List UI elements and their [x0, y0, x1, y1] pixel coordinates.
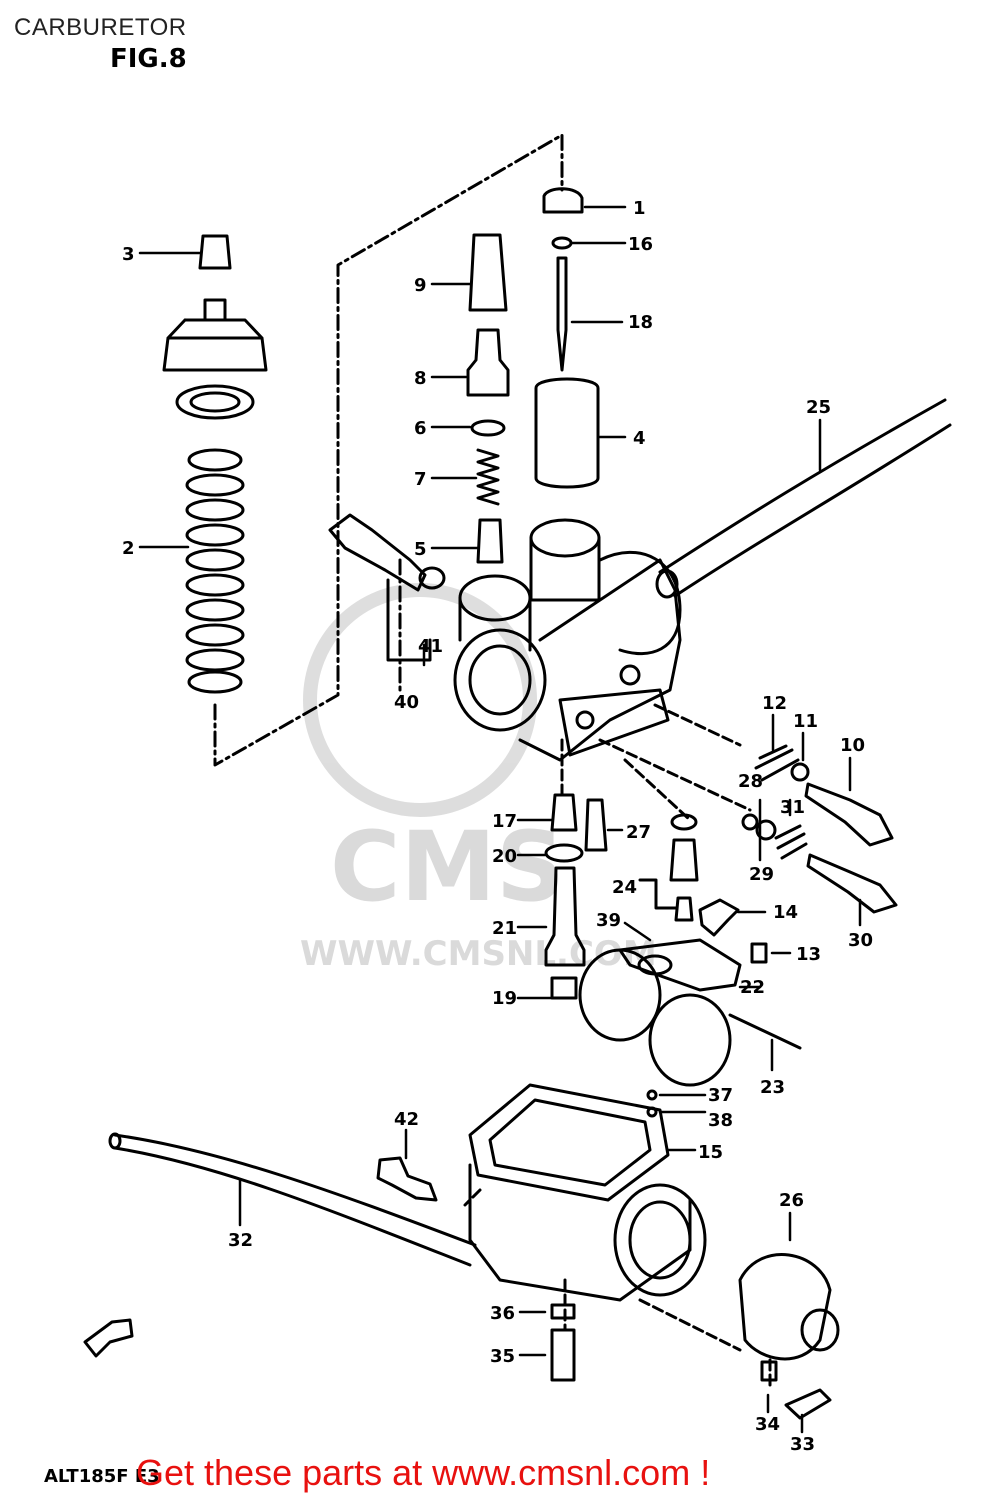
callout-41: 41	[418, 636, 443, 657]
callout-9: 9	[414, 275, 427, 296]
callout-28: 28	[738, 771, 763, 792]
part-33-screw	[784, 1388, 832, 1420]
part-11-oring	[790, 762, 810, 782]
callout-10: 10	[840, 735, 865, 756]
part-18-needle	[556, 256, 568, 372]
callout-40: 40	[394, 692, 419, 713]
callout-16: 16	[628, 234, 653, 255]
part-7-spring	[476, 448, 500, 506]
page-title: CARBURETOR	[14, 14, 187, 41]
part-34-washer	[760, 1360, 778, 1382]
part-42-drain-screw	[376, 1156, 438, 1202]
callout-13: 13	[796, 944, 821, 965]
callout-1: 1	[633, 198, 646, 219]
callout-17: 17	[492, 811, 517, 832]
watermark-url: WWW.CMSNL.COM	[300, 934, 657, 974]
callout-32: 32	[228, 1230, 253, 1251]
callout-11: 11	[793, 711, 818, 732]
part-14-lever	[698, 898, 740, 937]
callout-5: 5	[414, 539, 427, 560]
part-2-spring	[185, 448, 245, 694]
assembly-line-top	[213, 133, 564, 767]
callout-33: 33	[790, 1434, 815, 1455]
part-37-ring	[646, 1089, 658, 1101]
callout-25: 25	[806, 397, 831, 418]
part-24-float-valve	[669, 838, 699, 922]
callout-27: 27	[626, 822, 651, 843]
part-19-jet	[550, 976, 578, 1000]
callout-14: 14	[773, 902, 798, 923]
part-38-ring	[646, 1106, 658, 1118]
callout-23: 23	[760, 1077, 785, 1098]
callout-30: 30	[848, 930, 873, 951]
choke-plunger	[328, 513, 427, 592]
callout-4: 4	[633, 428, 646, 449]
callout-29: 29	[749, 864, 774, 885]
callout-20: 20	[492, 846, 517, 867]
part-13-screw	[750, 942, 768, 964]
promo-link[interactable]: Get these parts at www.cmsnl.com !	[136, 1452, 711, 1493]
callout-3: 3	[122, 244, 135, 265]
carburetor-body	[453, 518, 682, 762]
part-27-jet	[584, 798, 608, 852]
callout-6: 6	[414, 418, 427, 439]
callout-37: 37	[708, 1085, 733, 1106]
part-17-jet	[550, 793, 578, 832]
callout-26: 26	[779, 1190, 804, 1211]
watermark-logo: CMS	[330, 811, 565, 923]
callout-7: 7	[414, 469, 427, 490]
part-29-oring	[755, 819, 777, 841]
model-code: ALT185F E3	[44, 1466, 160, 1487]
callout-42: 42	[394, 1109, 419, 1130]
callout-8: 8	[414, 368, 427, 389]
callout-39: 39	[596, 910, 621, 931]
part-8-fitting	[466, 328, 510, 397]
callout-36: 36	[490, 1303, 515, 1324]
part-4-slide	[534, 377, 600, 489]
part-41-oring	[418, 566, 446, 590]
callout-2: 2	[122, 538, 135, 559]
callout-22: 22	[740, 977, 765, 998]
callout-19: 19	[492, 988, 517, 1009]
callout-35: 35	[490, 1346, 515, 1367]
part-28-washer	[741, 813, 759, 831]
callout-38: 38	[708, 1110, 733, 1131]
part-10-screw	[804, 782, 894, 847]
part-25-hose	[658, 398, 952, 598]
part-5-plunger	[476, 518, 504, 564]
top-gasket	[175, 384, 255, 420]
figure-label: FIG.8	[110, 44, 187, 74]
part-3-cap	[198, 234, 232, 270]
part-36-washer	[550, 1303, 576, 1320]
callout-21: 21	[492, 918, 517, 939]
fwd-arrow-icon	[83, 1318, 134, 1358]
bracket-40	[386, 578, 432, 662]
part-1-clip	[542, 187, 584, 214]
watermark: CMS WWW.CMSNL.COM	[300, 583, 657, 974]
top-cap	[162, 318, 268, 372]
part-32-tube	[113, 1133, 477, 1267]
part-12-spring	[754, 744, 800, 782]
part-21-needle-jet	[544, 866, 586, 967]
callout-31: 31	[780, 797, 805, 818]
callout-15: 15	[698, 1142, 723, 1163]
callout-12: 12	[762, 693, 787, 714]
callout-34: 34	[755, 1414, 780, 1435]
part-16-washer	[551, 236, 573, 250]
part-23-pin	[728, 1013, 802, 1050]
part-9-cap	[468, 233, 508, 312]
callout-24: 24	[612, 877, 637, 898]
part-6-oring	[470, 419, 506, 437]
callout-18: 18	[628, 312, 653, 333]
callout-labels: 1 2 3 4 5 6 7 8 9 10 11 12 13 14 15 16 1…	[122, 198, 873, 1455]
part-15-float-bowl	[468, 1083, 707, 1302]
leader-lines	[138, 205, 862, 1434]
part-26-cover	[738, 1253, 832, 1361]
part-20-oring	[544, 843, 584, 863]
part-31-spring	[774, 824, 808, 860]
part-30-screw	[806, 853, 898, 914]
part-35-screw	[550, 1328, 576, 1382]
part-22-float	[578, 938, 742, 1087]
